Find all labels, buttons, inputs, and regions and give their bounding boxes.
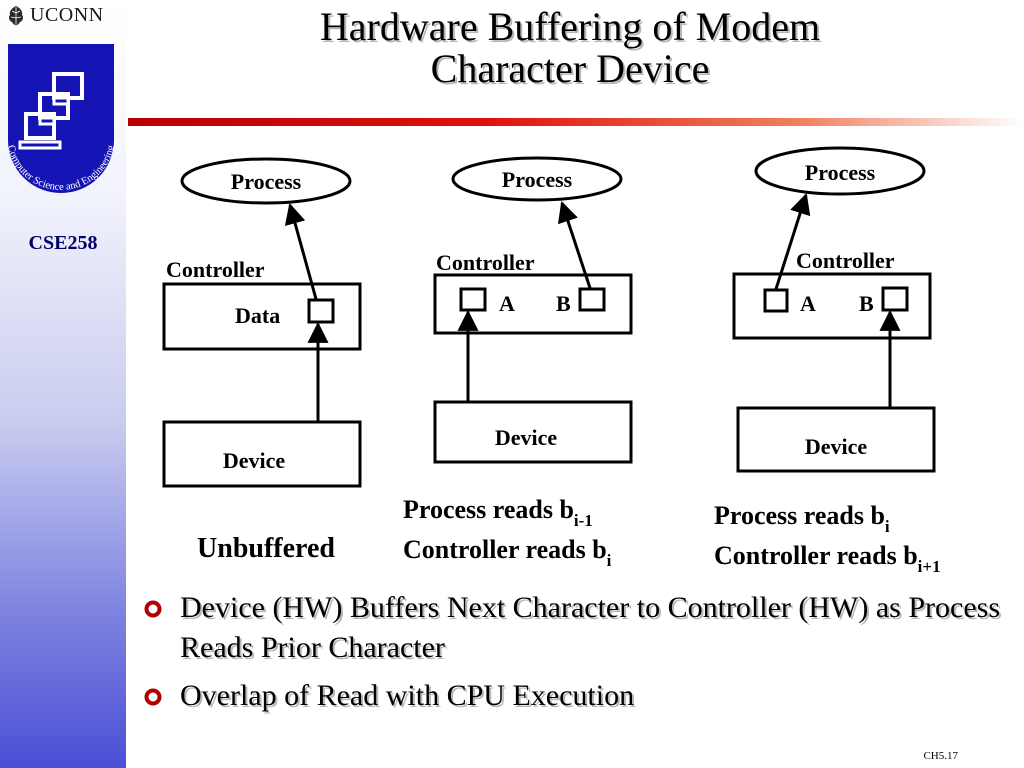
process-ellipse bbox=[451, 156, 623, 202]
device-box bbox=[433, 400, 633, 464]
caption-process-reads-sub: i-1 bbox=[574, 511, 593, 530]
ring-bullet-icon bbox=[126, 588, 180, 618]
process-ellipse bbox=[754, 146, 926, 196]
register-b-to-process-arrow bbox=[557, 201, 592, 289]
uconn-brand: UCONN bbox=[6, 4, 104, 27]
caption-process-reads: Process reads bi bbox=[714, 501, 890, 536]
controller-label: Controller bbox=[436, 250, 535, 275]
cse-department-seal: Computer Science and Engineering bbox=[5, 44, 117, 193]
register-a-label: A bbox=[499, 291, 515, 316]
panel-buffered-first: Process Controller A B Device Process re… bbox=[403, 156, 633, 570]
caption-process-reads-main: Process reads b bbox=[714, 501, 885, 530]
caption-controller-reads-sub: i+1 bbox=[918, 557, 941, 576]
title-line-2: Character Device bbox=[430, 46, 710, 91]
ring-bullet-icon bbox=[126, 676, 180, 706]
bullet-item: Overlap of Read with CPU Execution bbox=[126, 676, 1016, 716]
title-accent-rule bbox=[128, 118, 1024, 126]
register-a bbox=[459, 287, 487, 312]
caption-unbuffered: Unbuffered bbox=[197, 533, 335, 564]
register-b bbox=[578, 287, 606, 312]
data-label: Data bbox=[235, 303, 280, 328]
device-box bbox=[162, 420, 362, 488]
bullet-list: Device (HW) Buffers Next Character to Co… bbox=[126, 588, 1016, 724]
register-a-to-process-arrow bbox=[774, 192, 811, 290]
process-ellipse bbox=[180, 157, 352, 205]
process-label: Process bbox=[231, 169, 302, 194]
title-line-1: Hardware Buffering of Modem bbox=[319, 4, 821, 49]
sidebar: UCONN Computer Science and Engineering C… bbox=[0, 0, 126, 768]
register-b bbox=[881, 286, 909, 312]
bullet-text: Overlap of Read with CPU Execution bbox=[180, 679, 635, 712]
device-box bbox=[736, 406, 936, 473]
panel-buffered-second: Process Controller A B Device Process re… bbox=[714, 146, 941, 576]
process-label: Process bbox=[502, 167, 573, 192]
caption-controller-reads: Controller reads bi+1 bbox=[714, 541, 941, 576]
device-label: Device bbox=[223, 448, 286, 473]
caption-controller-reads-sub: i bbox=[607, 551, 612, 570]
controller-label: Controller bbox=[166, 257, 265, 282]
register-b-label: B bbox=[859, 291, 874, 316]
bullet-text: Device (HW) Buffers Next Character to Co… bbox=[180, 591, 1000, 664]
register-b-label: B bbox=[556, 291, 571, 316]
caption-controller-reads-main: Controller reads b bbox=[714, 541, 918, 570]
register-a bbox=[763, 288, 789, 313]
oak-leaf-icon bbox=[8, 5, 24, 26]
controller-label: Controller bbox=[796, 248, 895, 273]
caption-process-reads-sub: i bbox=[885, 517, 890, 536]
data-register bbox=[307, 298, 335, 324]
slide-number: CH5.17 bbox=[923, 750, 958, 762]
register-to-process-arrow bbox=[284, 202, 318, 300]
caption-controller-reads: Controller reads bi bbox=[403, 535, 612, 570]
course-code: CSE258 bbox=[28, 232, 98, 254]
panel-unbuffered: Process Controller Data Device Unbuffere… bbox=[162, 157, 362, 564]
caption-process-reads-main: Process reads b bbox=[403, 495, 574, 524]
slide-title: Hardware Buffering of Modem Character De… bbox=[180, 6, 960, 90]
uconn-wordmark: UCONN bbox=[30, 4, 104, 26]
device-label: Device bbox=[495, 425, 558, 450]
device-label: Device bbox=[805, 434, 868, 459]
caption-controller-reads-main: Controller reads b bbox=[403, 535, 607, 564]
process-label: Process bbox=[805, 160, 876, 185]
bullet-item: Device (HW) Buffers Next Character to Co… bbox=[126, 588, 1016, 668]
register-a-label: A bbox=[800, 291, 816, 316]
caption-process-reads: Process reads bi-1 bbox=[403, 495, 593, 530]
